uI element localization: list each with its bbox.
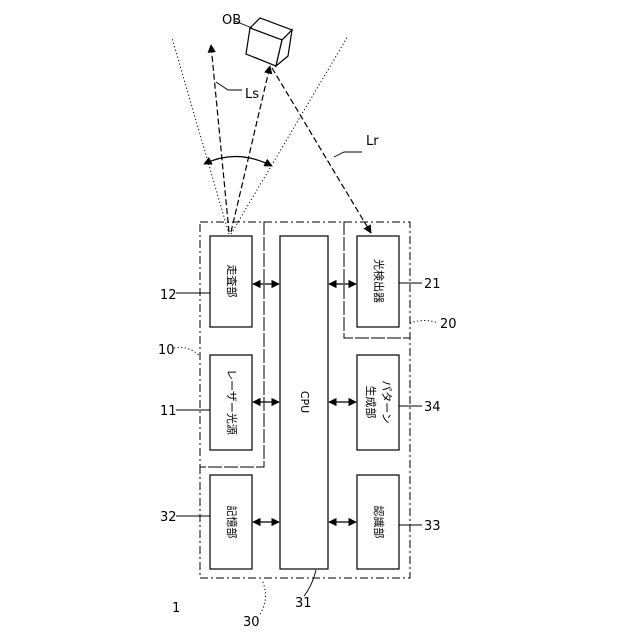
label-12: 12 <box>160 288 177 303</box>
label-1: 1 <box>172 601 180 616</box>
leader-20 <box>410 321 438 324</box>
lr-label: Lr <box>366 134 379 149</box>
object-cube <box>246 18 292 66</box>
pattern-generator-text-line2: 生成部 <box>364 386 378 419</box>
label-11: 11 <box>160 404 177 419</box>
lr-leader <box>334 152 362 157</box>
leader-30 <box>260 580 266 614</box>
cpu-text: CPU <box>298 391 311 413</box>
scan-unit-text: 走査部 <box>225 265 239 298</box>
object-label: OB <box>222 13 241 28</box>
leader-10 <box>174 347 200 356</box>
label-21: 21 <box>424 277 441 292</box>
recognition-text: 認識部 <box>372 506 386 539</box>
fov-left-line <box>172 38 229 234</box>
memory-text: 記憶部 <box>225 506 239 539</box>
label-10: 10 <box>158 343 175 358</box>
leader-31 <box>304 570 316 596</box>
detector-text: 光検出器 <box>372 259 386 303</box>
label-20: 20 <box>440 317 457 332</box>
label-32: 32 <box>160 510 177 525</box>
label-34: 34 <box>424 400 441 415</box>
ls-label: Ls <box>245 87 259 102</box>
scan-swing-arc <box>204 156 272 166</box>
reflected-ray <box>272 68 371 233</box>
fov-right-line <box>231 36 348 234</box>
label-31: 31 <box>295 596 312 611</box>
ls-leader <box>216 82 242 90</box>
label-33: 33 <box>424 519 441 534</box>
label-30: 30 <box>243 615 260 630</box>
scan-ray-left <box>211 45 229 232</box>
pattern-generator-text-line1: パターン <box>380 380 393 423</box>
laser-source-text: レーザー光源 <box>225 369 239 435</box>
